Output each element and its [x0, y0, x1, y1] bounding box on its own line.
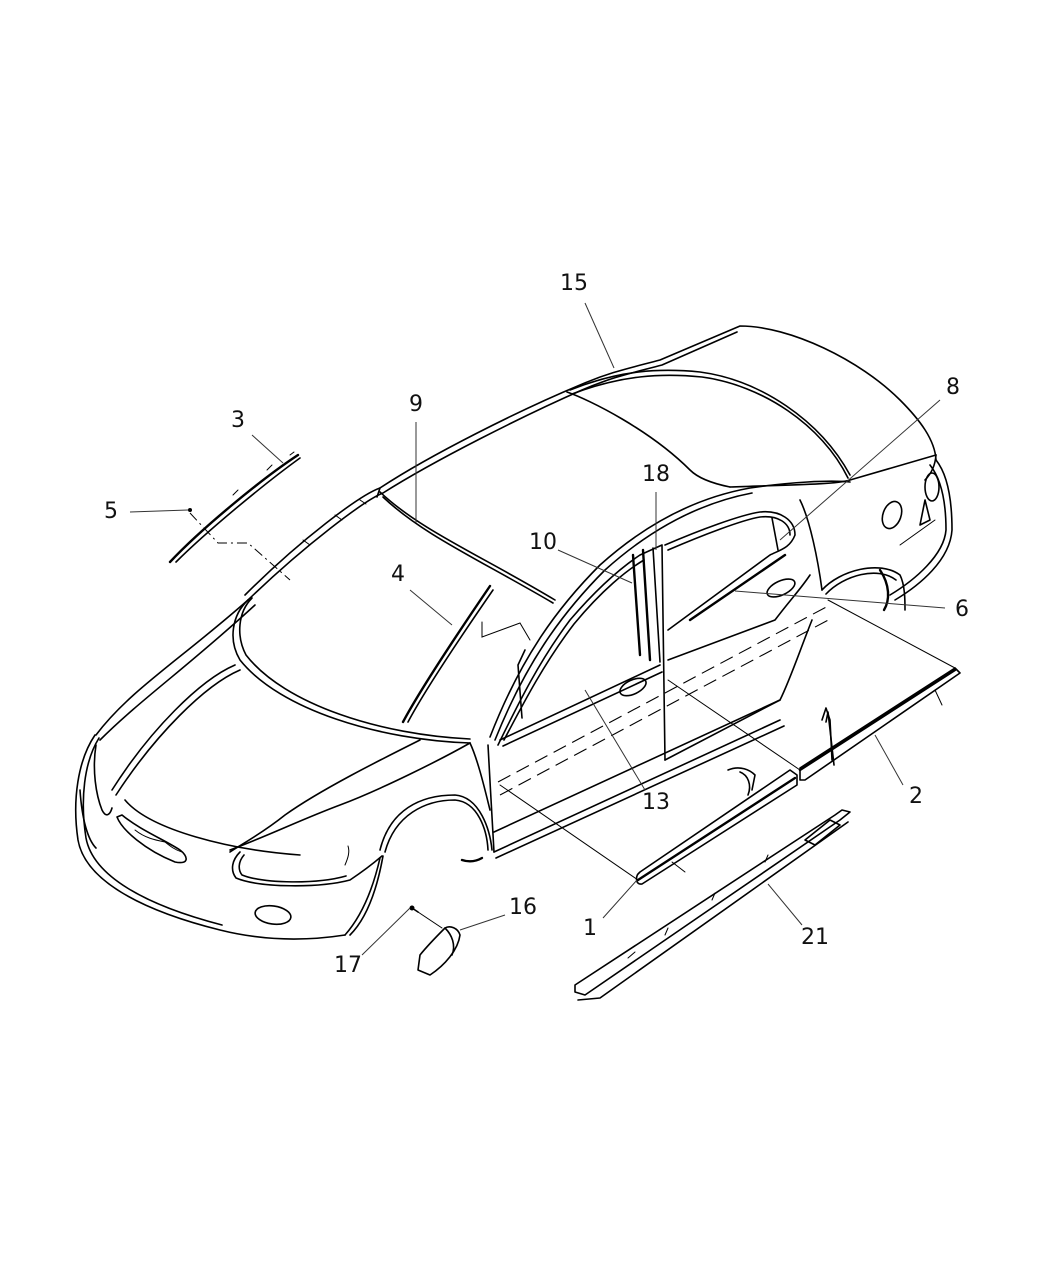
loose-parts: [168, 451, 961, 1001]
callout-9: 9: [409, 392, 423, 417]
callout-6: 6: [955, 597, 969, 622]
callout-2: 2: [909, 784, 923, 809]
callout-10: 10: [529, 530, 557, 555]
callout-3: 3: [231, 408, 245, 433]
callout-5: 5: [104, 499, 118, 524]
callout-18: 18: [642, 462, 670, 487]
callout-8: 8: [946, 375, 960, 400]
callout-16: 16: [509, 895, 537, 920]
callout-17: 17: [334, 953, 362, 978]
callout-4: 4: [391, 562, 405, 587]
car-body: [74, 325, 953, 940]
callout-1: 1: [583, 916, 597, 941]
callout-15: 15: [560, 271, 588, 296]
leader-lines: [129, 302, 956, 956]
callout-13: 13: [642, 790, 670, 815]
callout-21: 21: [801, 925, 829, 950]
